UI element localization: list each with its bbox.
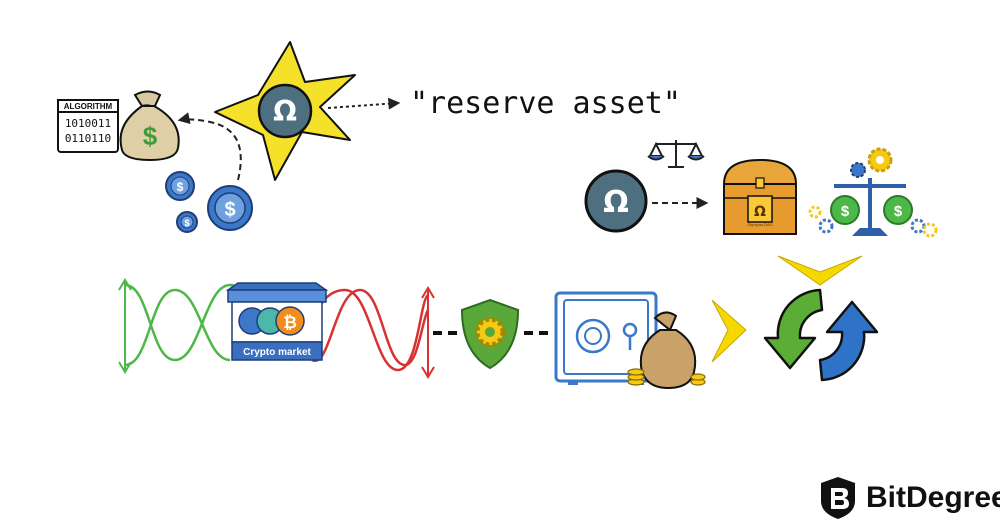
svg-text:$: $ — [177, 180, 184, 194]
algorithm-bits-line-2: 0110110 — [65, 132, 111, 145]
reserve-asset-label: "reserve asset" — [410, 86, 681, 121]
algorithm-title: ALGORITHM — [64, 102, 113, 111]
balance-scale-icon — [647, 140, 705, 168]
svg-text:$: $ — [841, 203, 850, 220]
bitdegree-logo: BitDegree — [818, 474, 1000, 522]
svg-text:Ω: Ω — [603, 185, 629, 220]
money-bag-with-coins-icon — [627, 311, 706, 390]
yellow-chevron-right-icon — [711, 299, 747, 363]
star-to-label-arrow — [327, 97, 401, 110]
refresh-cycle-icon — [763, 288, 879, 382]
omega-coin-icon: Ω — [584, 169, 648, 233]
stablecoins-icon: $ $ $ — [165, 171, 253, 233]
yellow-chevron-down-icon — [777, 255, 863, 286]
dollar-sign: $ — [143, 121, 158, 151]
bitdegree-shield-icon — [821, 477, 855, 519]
scale-with-gears-icon: $ $ — [808, 147, 938, 238]
svg-text:$: $ — [894, 203, 903, 220]
brand-name: BitDegree — [866, 481, 1000, 514]
shield-gear-icon — [460, 298, 520, 370]
algorithm-card: ALGORITHM 1010011 0110110 — [57, 99, 119, 153]
safe-icon — [554, 291, 658, 385]
algorithm-bits-line-1: 1010011 — [65, 117, 111, 130]
coins-to-bag-arrow — [177, 112, 242, 181]
svg-text:$: $ — [184, 218, 189, 228]
svg-text:$: $ — [224, 199, 235, 221]
omega-symbol: Ω — [273, 95, 297, 128]
svg-text:Ω: Ω — [754, 204, 766, 220]
red-price-wave — [306, 286, 435, 379]
treasure-chest-icon: Ω Olympus DAO — [722, 158, 798, 235]
chest-caption: Olympus DAO — [747, 222, 773, 227]
crypto-market-label: Crypto market — [243, 347, 311, 358]
crypto-market-stall-icon: ₿ Crypto market — [225, 282, 329, 361]
money-bag-icon: $ — [119, 90, 180, 162]
bitcoin-symbol: ₿ — [283, 313, 297, 333]
reserve-star-icon: Ω — [214, 41, 356, 181]
